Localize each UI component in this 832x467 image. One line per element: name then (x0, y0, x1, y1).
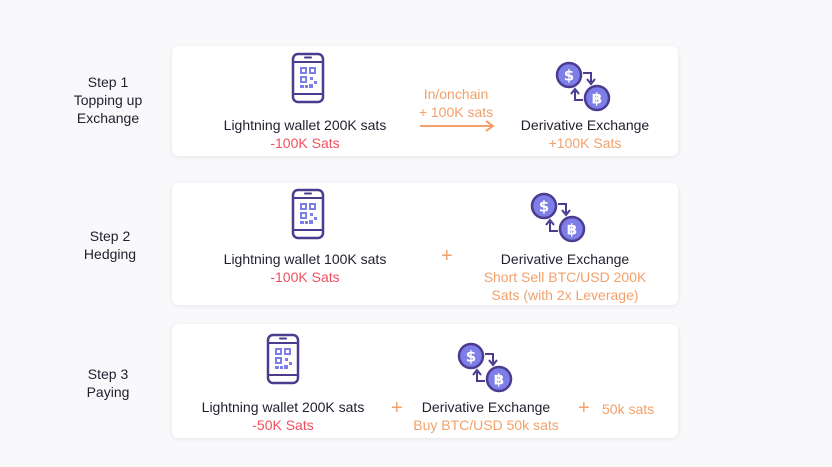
phone-qr-icon (266, 333, 300, 385)
step-3-exchange-node: Derivative Exchange Buy BTC/USD 50k sats (400, 398, 572, 434)
step-3-extra-sats: 50k sats (602, 401, 655, 417)
step-1-label: Step 1 Topping up Exchange (53, 73, 163, 127)
step-2-label: Step 2 Hedging (55, 227, 165, 263)
step-3-wallet-delta: -50K Sats (252, 417, 314, 433)
step-2-exchange-action: Short Sell BTC/USD 200K (483, 269, 647, 285)
step-3-plus-sign-1: + (391, 397, 403, 419)
step-2-title: Step 2 (89, 228, 131, 244)
svg-text:฿: ฿ (592, 90, 602, 108)
step-3-exchange-title: Derivative Exchange (421, 399, 551, 415)
step-3-wallet-node: Lightning wallet 200K sats -50K Sats (178, 398, 388, 434)
svg-text:$: $ (466, 348, 476, 366)
phone-qr-icon (291, 188, 325, 240)
step-1-transfer-method: In/onchain (423, 86, 489, 102)
step-1-title: Step 1 (87, 74, 129, 90)
step-1-subtitle-line2: Exchange (76, 110, 140, 126)
step-3-label: Step 3 Paying (53, 365, 163, 401)
step-2-card (172, 183, 678, 305)
svg-text:฿: ฿ (494, 371, 504, 389)
step-1-transfer-amount: + 100K sats (418, 104, 494, 120)
step-1-wallet-title: Lightning wallet 200K sats (223, 117, 387, 133)
dollar-bitcoin-exchange-icon: $ ฿ (555, 61, 611, 112)
step-3-title: Step 3 (87, 366, 129, 382)
step-3-card (172, 324, 678, 438)
svg-text:$: $ (564, 67, 574, 85)
step-2-plus-sign: + (441, 245, 453, 267)
step-1-wallet-delta: -100K Sats (270, 135, 340, 151)
step-2-wallet-delta: -100K Sats (270, 269, 340, 285)
step-1-transfer-label: In/onchain + 100K sats (400, 85, 512, 121)
step-3-wallet-title: Lightning wallet 200K sats (201, 399, 365, 415)
step-1-exchange-node: Derivative Exchange +100K Sats (495, 116, 675, 152)
right-arrow-icon (420, 120, 495, 132)
step-2-exchange-title: Derivative Exchange (500, 251, 630, 267)
step-2-wallet-node: Lightning wallet 100K sats -100K Sats (200, 250, 410, 286)
step-2-exchange-node: Derivative Exchange Short Sell BTC/USD 2… (465, 250, 665, 304)
step-1-subtitle-line1: Topping up (73, 92, 143, 108)
step-3-exchange-action: Buy BTC/USD 50k sats (413, 417, 559, 433)
step-3-plus-sign-2: + (578, 397, 590, 419)
step-2-wallet-title: Lightning wallet 100K sats (223, 251, 387, 267)
dollar-bitcoin-exchange-icon: $ ฿ (457, 342, 513, 393)
step-1-wallet-node: Lightning wallet 200K sats -100K Sats (200, 116, 410, 152)
step-2-subtitle: Hedging (83, 246, 137, 262)
step-1-exchange-delta: +100K Sats (548, 135, 622, 151)
dollar-bitcoin-exchange-icon: $ ฿ (530, 192, 586, 243)
step-2-exchange-leverage: Sats (with 2x Leverage) (491, 287, 639, 303)
phone-qr-icon (291, 52, 325, 104)
svg-text:฿: ฿ (567, 221, 577, 239)
step-3-subtitle: Paying (86, 384, 130, 400)
step-1-exchange-title: Derivative Exchange (520, 117, 650, 133)
svg-text:$: $ (539, 198, 549, 216)
